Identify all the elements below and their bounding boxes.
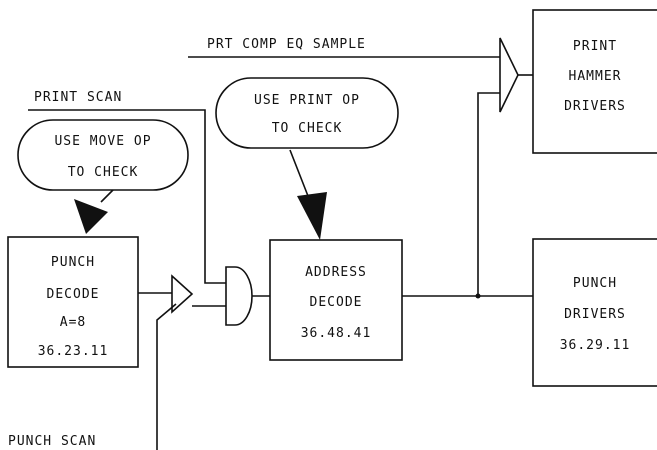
print-op-arrow-shaft — [289, 149, 309, 197]
move-op-callout — [17, 119, 189, 191]
print-scan-label: PRINT SCAN — [34, 90, 122, 105]
move-op-callout-line-2: TO CHECK — [68, 165, 139, 180]
print-hammer-line-3: DRIVERS — [564, 99, 626, 114]
address-decode-line-2: DECODE — [310, 295, 363, 310]
and-gate — [225, 266, 253, 326]
move-op-arrowhead — [74, 199, 108, 234]
punch-drivers-line-2: DRIVERS — [564, 307, 626, 322]
input-buffer-gate — [171, 274, 194, 314]
punch-drivers-block — [532, 238, 657, 387]
print-buffer-gate — [499, 37, 519, 113]
move-op-arrow-shaft — [100, 189, 114, 203]
print-hammer-line-2: HAMMER — [569, 69, 622, 84]
punch-decode-line-2: DECODE — [47, 287, 100, 302]
punch-decode-line-1: PUNCH — [51, 255, 95, 270]
print-scan-line — [28, 109, 226, 284]
print-op-arrowhead — [297, 192, 327, 240]
punch-decode-line-3: A=8 — [60, 315, 86, 330]
address-decode-block — [269, 239, 403, 361]
address-decode-line-1: ADDRESS — [305, 265, 367, 280]
prt-comp-eq-sample-label: PRT COMP EQ SAMPLE — [207, 37, 366, 52]
input-buffer-lower-lead — [156, 303, 177, 358]
wire-junction-dot — [475, 293, 481, 299]
move-op-callout-line-1: USE MOVE OP — [54, 134, 151, 149]
punch-drivers-line-3: 36.29.11 — [560, 338, 631, 353]
print-hammer-drivers-block — [532, 9, 657, 154]
print-op-callout — [215, 77, 399, 149]
punch-drivers-line-1: PUNCH — [573, 276, 617, 291]
print-op-callout-line-2: TO CHECK — [272, 121, 343, 136]
punch-decode-line-4: 36.23.11 — [38, 344, 109, 359]
punch-scan-label: PUNCH SCAN — [8, 434, 96, 449]
punch-decode-block — [7, 236, 139, 368]
print-hammer-line-1: PRINT — [573, 39, 617, 54]
print-op-callout-line-1: USE PRINT OP — [254, 93, 360, 108]
branch-to-print-hammer — [477, 92, 500, 296]
address-decode-line-3: 36.48.41 — [301, 326, 372, 341]
